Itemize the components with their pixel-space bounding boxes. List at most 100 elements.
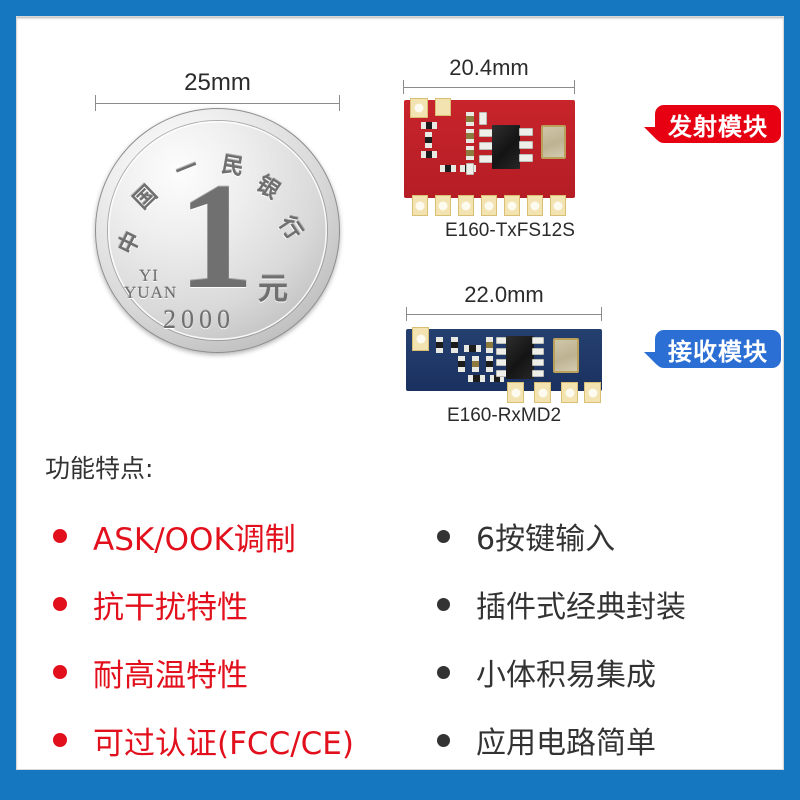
rx-resistor-6 [472, 356, 479, 372]
tx-pin-hole [553, 201, 563, 210]
rx-pin-3 [561, 382, 578, 403]
tx-pin-hole [438, 201, 448, 210]
feature-item: 应用电路简单 [437, 706, 777, 769]
feature-label: 6按键输入 [476, 522, 616, 557]
coin-char-4: 银 [251, 171, 284, 205]
rx-pcb-board [406, 327, 602, 403]
tx-pad-col-1 [466, 112, 474, 126]
tx-saw-resonator [541, 125, 566, 159]
tx-pad-antenna-2 [435, 98, 451, 116]
features-right-column: 6按键输入 插件式经典封装 小体积易集成 应用电路简单 [437, 502, 777, 769]
coin-char-0: 中 [114, 227, 147, 259]
rx-pad-hole [416, 334, 425, 344]
coin-yuan-char: 元 [258, 272, 288, 307]
coin-body [95, 108, 340, 353]
feature-label: 耐高温特性 [93, 657, 248, 694]
feature-label: 抗干扰特性 [93, 589, 248, 626]
feature-item: 可过认证(FCC/CE) [53, 706, 433, 769]
tx-pad-antenna-1 [410, 98, 428, 118]
rx-dimension: 22.0mm [406, 282, 602, 322]
rx-dimension-tick-left [406, 307, 407, 321]
rx-ic-leg-r3 [532, 359, 544, 366]
tx-dimension-tick-right [574, 80, 575, 94]
rx-dimension-tick-right [601, 307, 602, 321]
tx-dimension-tick-left [403, 80, 404, 94]
coin-char-1: 国 [129, 181, 163, 215]
coin-dimension-line [95, 103, 340, 104]
tx-pin-6 [527, 195, 543, 216]
tx-pad-col-3 [466, 146, 474, 160]
rx-pin-hole [511, 388, 520, 397]
rx-resistor-4 [486, 337, 493, 353]
tx-ic-leg-l1 [479, 129, 493, 137]
tx-pin-1 [412, 195, 428, 216]
tx-resistor-2 [425, 132, 432, 148]
rx-part-number: E160-RxMD2 [447, 405, 562, 426]
tx-resistor-4 [440, 165, 456, 172]
tx-pad-col-2 [466, 129, 474, 143]
rx-resistor-2 [451, 337, 458, 353]
coin-dimension-tick-left [95, 95, 96, 111]
tx-pin-hole [415, 201, 425, 210]
bullet-icon [437, 733, 450, 747]
feature-label: 应用电路简单 [476, 726, 656, 761]
rx-resistor-1 [436, 337, 443, 353]
rx-badge-label: 接收模块 [668, 337, 768, 366]
tx-badge-label: 发射模块 [668, 112, 768, 141]
bullet-icon [53, 597, 67, 611]
rx-ic-chip [506, 336, 534, 379]
rx-resistor-5 [458, 356, 465, 372]
bullet-icon [437, 529, 450, 543]
feature-item: 耐高温特性 [53, 638, 433, 706]
tx-ic-leg-l2 [479, 142, 493, 150]
rx-pin-hole [538, 388, 547, 397]
coin-dimension-label: 25mm [184, 69, 251, 96]
coin-denomination: 1 [178, 152, 254, 320]
tx-ic-leg-r3 [519, 154, 533, 162]
tx-pin-5 [504, 195, 520, 216]
coin-face: 中 国 一 民 银 行 1 YI YUAN 元 2000 [95, 108, 340, 353]
tx-ic-leg-r1 [519, 128, 533, 136]
tx-pin-4 [481, 195, 497, 216]
rx-resistor-3 [464, 345, 481, 352]
features-heading: 功能特点: [45, 454, 154, 483]
tx-dimension: 20.4mm [403, 55, 575, 95]
tx-dimension-line [403, 87, 575, 88]
bullet-icon [53, 529, 67, 543]
rx-ic-leg-r2 [532, 348, 544, 355]
rx-pin-hole [565, 388, 574, 397]
rx-dimension-line [406, 314, 602, 315]
rx-resistor-7 [486, 356, 493, 372]
feature-item: 6按键输入 [437, 502, 777, 570]
feature-item: ASK/OOK调制 [53, 502, 433, 570]
feature-label: 小体积易集成 [476, 658, 656, 693]
rx-badge: 接收模块 [644, 330, 781, 368]
rx-saw-resonator [553, 338, 579, 373]
tx-ic-leg-r2 [519, 141, 533, 149]
rx-dimension-label: 22.0mm [464, 282, 544, 307]
rx-pin-4 [584, 382, 601, 403]
tx-part-number: E160-TxFS12S [445, 220, 575, 241]
feature-label: 可过认证(FCC/CE) [93, 725, 354, 762]
tx-dimension-label: 20.4mm [449, 55, 529, 80]
coin-char-5: 行 [273, 212, 307, 245]
rx-pad-antenna [412, 327, 429, 351]
bullet-icon [437, 665, 450, 679]
tx-pin-hole [507, 201, 517, 210]
coin-dimension-tick-right [339, 95, 340, 111]
tx-pin-7 [550, 195, 566, 216]
feature-label: ASK/OOK调制 [93, 521, 296, 558]
feature-item: 抗干扰特性 [53, 570, 433, 638]
tx-pcb-board [404, 98, 575, 216]
tx-resistor-3 [421, 151, 437, 158]
rx-ic-leg-r4 [532, 370, 544, 377]
coin-year: 2000 [163, 305, 235, 334]
coin-latin-yuan: YUAN [124, 283, 178, 302]
tx-pad-hole [414, 103, 424, 113]
rx-pin-hole [588, 388, 597, 397]
tx-resistor-1 [421, 122, 437, 129]
tx-pin-2 [435, 195, 451, 216]
feature-item: 小体积易集成 [437, 638, 777, 706]
tx-pad-col-5 [466, 163, 474, 175]
